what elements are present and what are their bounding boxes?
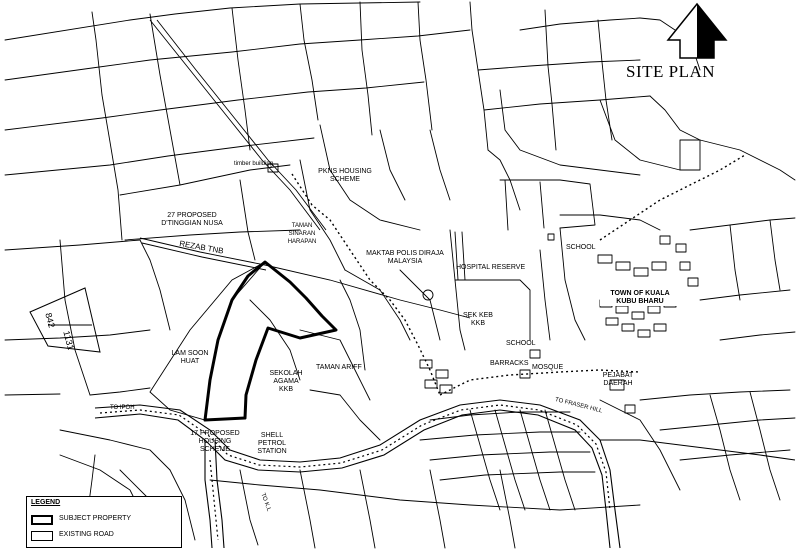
label-school-lower: SCHOOL [506, 340, 536, 347]
subject-property-outline [203, 260, 338, 422]
label-barracks: BARRACKS [490, 360, 529, 367]
map-legend: LEGEND SUBJECT PROPERTY EXISTING ROAD [26, 496, 182, 548]
label-sek-keb: SEK KEB KKB [463, 312, 493, 327]
tnb-reserve-line [139, 237, 471, 319]
roundabout [422, 289, 434, 301]
label-timber-building: timber building [234, 161, 274, 167]
legend-heading: LEGEND [31, 499, 61, 506]
land-parcels-north [4, 1, 701, 241]
northwest-road [149, 19, 327, 231]
hospital-reserve-boundary [454, 231, 466, 281]
label-taman-sinaran: TAMAN SINARAN HARAPAN [287, 223, 317, 245]
legend-road-label: EXISTING ROAD [59, 531, 114, 538]
site-plan-title: SITE PLAN [626, 62, 716, 81]
label-school-upper: SCHOOL [566, 244, 596, 251]
land-parcels-central [119, 89, 701, 441]
label-hospital-reserve: HOSPITAL RESERVE [456, 264, 526, 271]
land-parcels-west [4, 239, 196, 541]
label-proposed-tinggian: 27 PROPOSED D'TINGGIAN NUSA [161, 212, 223, 227]
label-mosque: MOSQUE [532, 364, 564, 371]
main-road [94, 399, 796, 549]
legend-subject-label: SUBJECT PROPERTY [59, 515, 132, 522]
lot-parcel-842 [29, 287, 101, 353]
label-lam-soon-huat: LAM SOON HUAT [171, 350, 209, 365]
label-proposed-housing: 17 PROPOSED HOUSING SCHEME [190, 430, 240, 453]
railway-line [291, 154, 746, 396]
existing-road-swatch [31, 531, 53, 541]
label-town-name: TOWN OF KUALA KUBU BHARU [600, 290, 680, 306]
label-shell-petrol: SHELL PETROL STATION [257, 432, 287, 455]
label-to-ipoh: TO IPOH [110, 405, 135, 411]
lam-soon-huat-parcel [149, 261, 266, 421]
label-taman-ariff: TAMAN ARIFF [316, 364, 362, 371]
main-road-centerline [99, 404, 611, 541]
north-arrow-icon [666, 2, 728, 59]
subject-property-swatch [31, 515, 53, 525]
label-maktab-polis: MAKTAB POLIS DIRAJA MALAYSIA [366, 250, 444, 265]
label-sekolah-agama: SEKOLAH AGAMA KKB [269, 370, 303, 393]
label-pejabat-daerah: PEJABAT DAERAH [602, 372, 634, 387]
label-pkns-housing: PKNS HOUSING SCHEME [318, 168, 372, 183]
land-parcels-south [209, 139, 796, 549]
